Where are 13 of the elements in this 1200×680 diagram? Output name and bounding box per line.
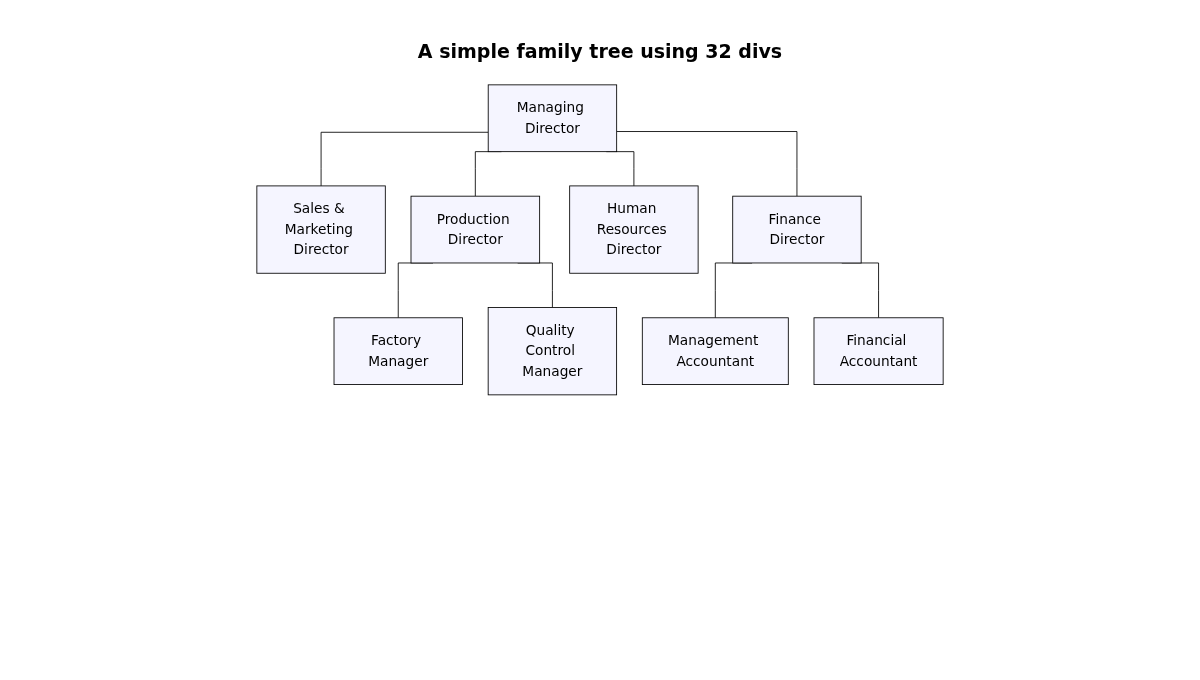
node-box [487, 84, 618, 153]
node-box [333, 317, 463, 385]
node-box [641, 317, 789, 385]
node-box [813, 317, 944, 385]
node-box [410, 195, 541, 264]
connector [320, 131, 489, 187]
org-chart: Managing Director Sales & Marketing Director Production Director Human Resources Director Finance Director Factory Manager Quality Control Manager Management Accountant Financial Accountant [250, 78, 950, 402]
diagram-title: A simple family tree using 32 divs [416, 40, 784, 62]
node-box [487, 307, 618, 396]
node-box [569, 185, 699, 274]
node-box [256, 185, 386, 274]
node-box [732, 195, 862, 264]
connector [616, 131, 798, 197]
